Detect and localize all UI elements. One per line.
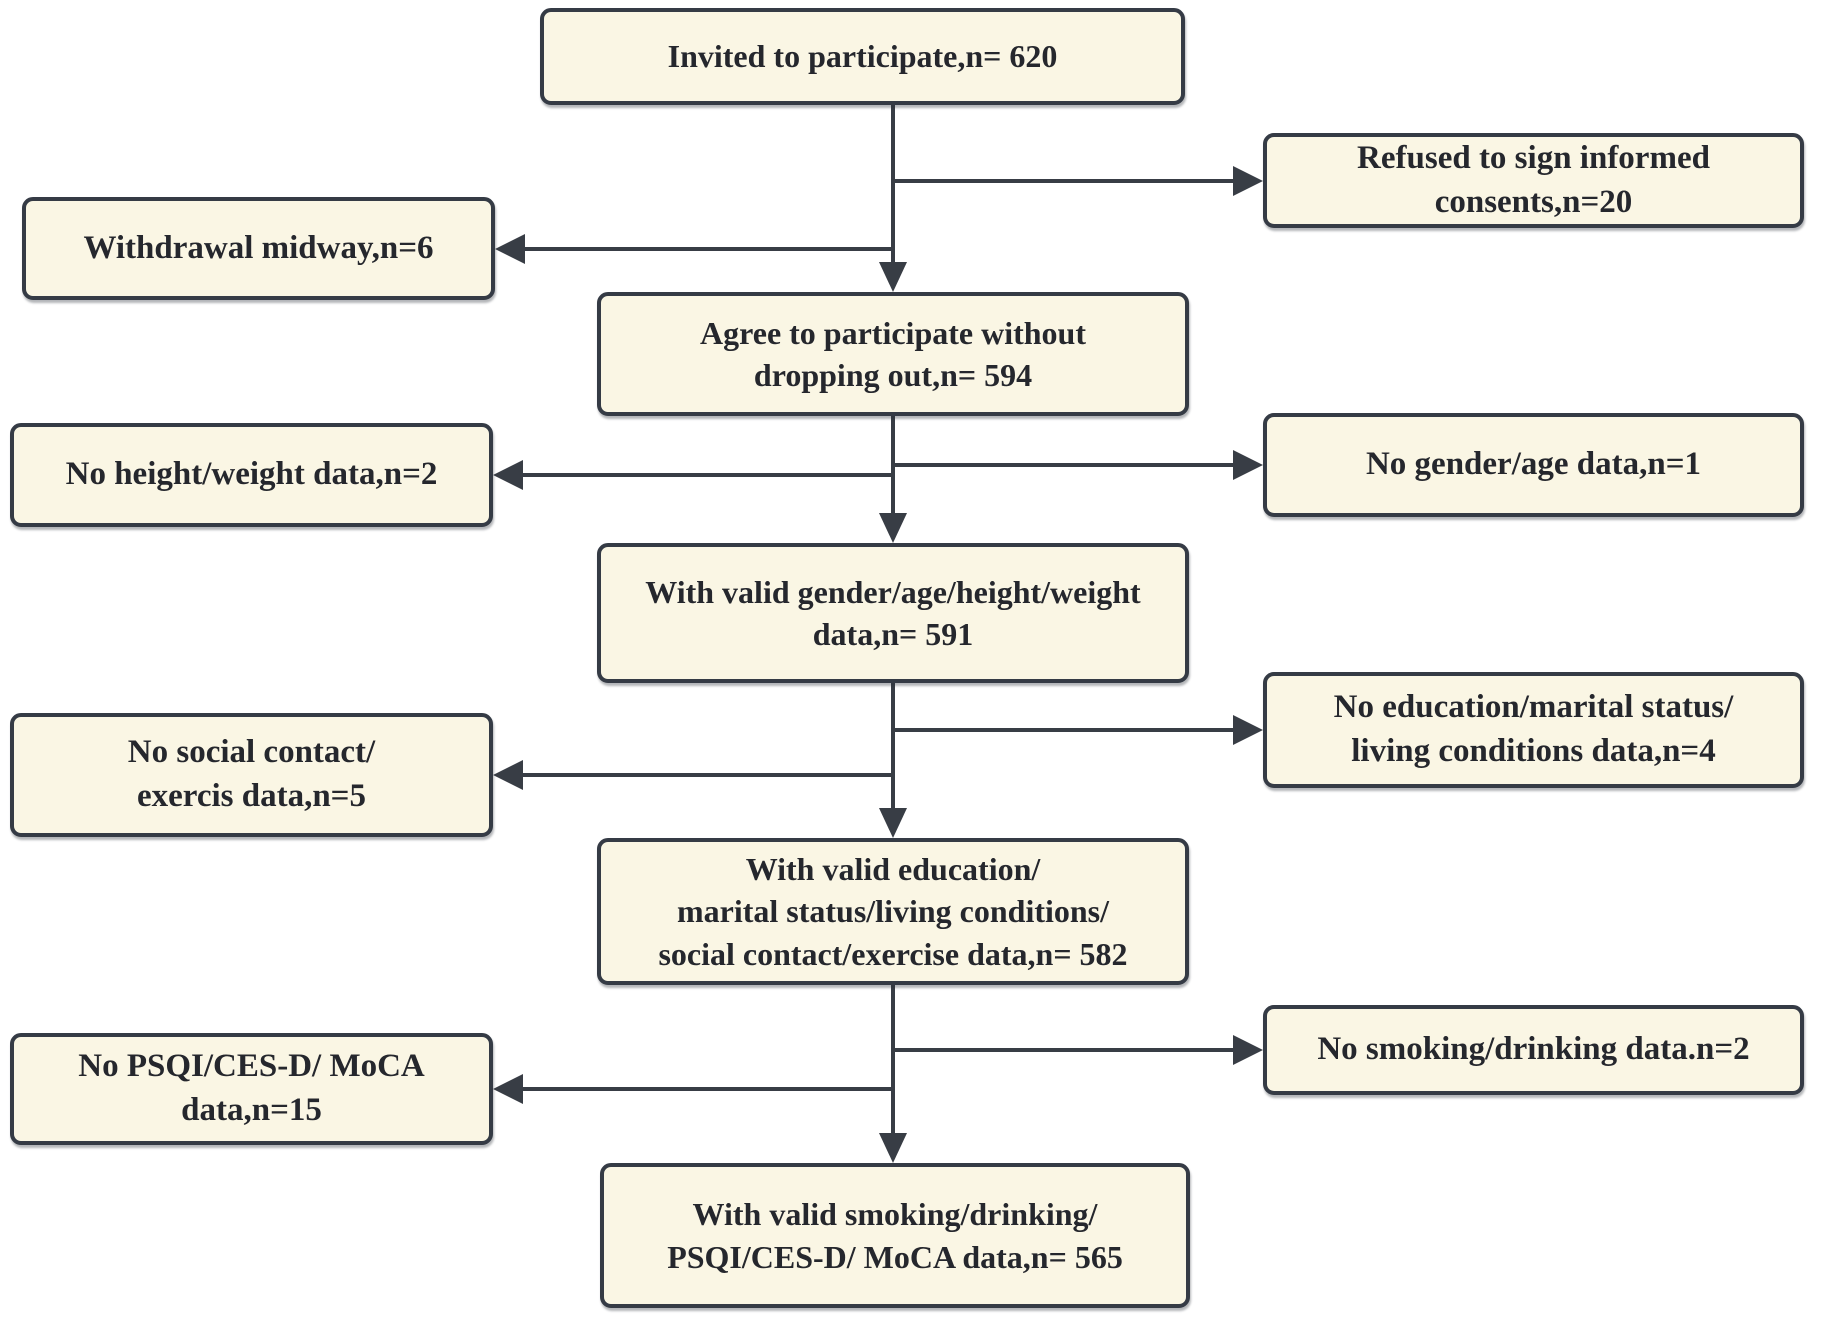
node-valid-demographics: With valid gender/age/height/weight data… xyxy=(597,543,1189,683)
node-no-smoking-drinking: No smoking/drinking data.n=2 xyxy=(1263,1005,1804,1095)
node-withdrawal-midway: Withdrawal midway,n=6 xyxy=(22,197,495,300)
node-agree-participate: Agree to participate without dropping ou… xyxy=(597,292,1189,416)
node-no-height-weight-label: No height/weight data,n=2 xyxy=(65,456,438,493)
node-no-gender-age: No gender/age data,n=1 xyxy=(1263,413,1804,517)
node-valid-demographics-label: With valid gender/age/height/weight data… xyxy=(645,573,1141,652)
node-valid-all: With valid smoking/drinking/ PSQI/CES-D/… xyxy=(600,1163,1190,1308)
node-valid-lifestyle: With valid education/ marital status/liv… xyxy=(597,838,1189,985)
arrowhead-down-2 xyxy=(879,513,907,543)
node-no-social-exercise: No social contact/ exercis data,n=5 xyxy=(10,713,493,837)
node-invited: Invited to participate,n= 620 xyxy=(540,8,1185,105)
node-invited-label: Invited to participate,n= 620 xyxy=(667,38,1058,75)
arrowhead-left-2 xyxy=(493,460,523,490)
node-refused-consent-label: Refused to sign informed consents,n=20 xyxy=(1357,139,1710,220)
arrowhead-down-3 xyxy=(879,808,907,838)
node-no-education-marital-label: No education/marital status/ living cond… xyxy=(1333,689,1734,769)
node-no-psqi-cesd-moca: No PSQI/CES-D/ MoCA data,n=15 xyxy=(10,1033,493,1145)
arrowhead-left-4 xyxy=(493,1074,523,1104)
arrowhead-right-1 xyxy=(1233,166,1263,196)
node-agree-participate-label: Agree to participate without dropping ou… xyxy=(700,314,1086,393)
node-no-gender-age-label: No gender/age data,n=1 xyxy=(1365,446,1702,483)
node-withdrawal-midway-label: Withdrawal midway,n=6 xyxy=(83,229,434,266)
arrowhead-down-4 xyxy=(879,1133,907,1163)
arrowhead-right-4 xyxy=(1233,1035,1263,1065)
node-no-social-exercise-label: No social contact/ exercis data,n=5 xyxy=(127,734,376,814)
arrowhead-left-3 xyxy=(493,760,523,790)
node-no-smoking-drinking-label: No smoking/drinking data.n=2 xyxy=(1317,1031,1750,1068)
arrowhead-right-3 xyxy=(1233,715,1263,745)
node-no-psqi-cesd-moca-label: No PSQI/CES-D/ MoCA data,n=15 xyxy=(78,1048,425,1128)
node-no-height-weight: No height/weight data,n=2 xyxy=(10,423,493,527)
node-valid-lifestyle-label: With valid education/ marital status/liv… xyxy=(658,851,1128,972)
arrowhead-down-1 xyxy=(879,262,907,292)
node-refused-consent: Refused to sign informed consents,n=20 xyxy=(1263,133,1804,228)
node-valid-all-label: With valid smoking/drinking/ PSQI/CES-D/… xyxy=(667,1196,1123,1275)
node-no-education-marital: No education/marital status/ living cond… xyxy=(1263,672,1804,788)
arrowhead-left-1 xyxy=(495,234,525,264)
arrowhead-right-2 xyxy=(1233,450,1263,480)
